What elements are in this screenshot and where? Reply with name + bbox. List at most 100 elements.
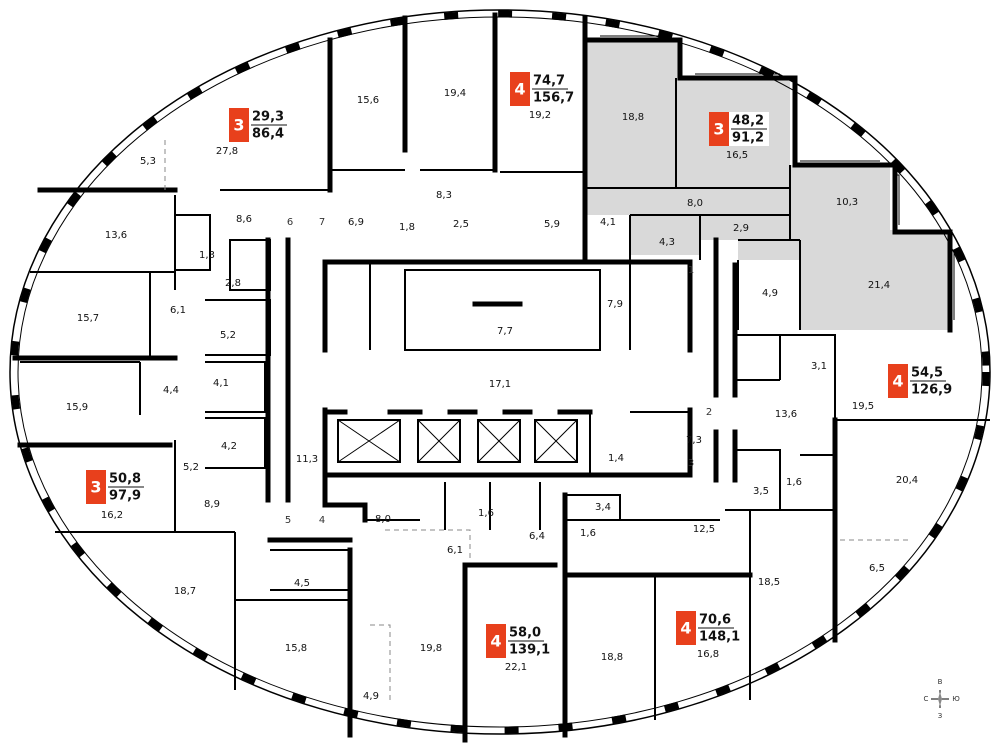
room-area-label: 5,3 xyxy=(140,156,156,167)
room-area-label: 15,6 xyxy=(357,95,379,106)
total-area: 91,2 xyxy=(732,131,764,146)
room-area-label: 20,4 xyxy=(896,475,918,486)
total-area: 86,4 xyxy=(252,127,284,142)
room-area-label: 10,3 xyxy=(836,197,858,208)
room-count-box xyxy=(709,112,729,146)
room-area-label: 12,5 xyxy=(693,524,715,535)
room-area-label: 27,8 xyxy=(216,146,238,157)
walls xyxy=(12,12,990,743)
room-area-label: 16,8 xyxy=(697,649,719,660)
room-area-label: 1,3 xyxy=(199,250,215,261)
room-area-label: 2,8 xyxy=(225,278,241,289)
room-area-label: 17,1 xyxy=(489,379,511,390)
room-area-label: 6,4 xyxy=(529,531,545,542)
room-area-label: 19,5 xyxy=(852,401,874,412)
compass-east-label: В xyxy=(938,678,943,686)
total-area: 139,1 xyxy=(509,643,550,658)
room-area-label: 3,5 xyxy=(753,486,769,497)
room-area-label: 19,4 xyxy=(444,88,466,99)
room-area-label: 8,0 xyxy=(687,198,703,209)
room-area-label: 3,1 xyxy=(811,361,827,372)
room-area-label: 4,1 xyxy=(213,378,229,389)
room-area-label: 4,9 xyxy=(363,691,379,702)
room-area-label: 8,6 xyxy=(236,214,252,225)
room-area-label: 8,3 xyxy=(436,190,452,201)
total-area: 97,9 xyxy=(109,489,141,504)
room-area-label: 7,9 xyxy=(607,299,623,310)
room-area-label: 7,7 xyxy=(497,326,513,337)
living-area: 29,3 xyxy=(252,110,284,125)
room-area-label: 2,5 xyxy=(453,219,469,230)
section-marker: 4 xyxy=(319,515,325,526)
section-marker: 7 xyxy=(319,217,325,228)
compass-north-label: С xyxy=(924,695,929,703)
compass-rose: В З С Ю xyxy=(924,678,961,720)
room-area-label: 5,9 xyxy=(544,219,560,230)
room-area-label: 18,5 xyxy=(758,577,780,588)
section-marker: 2 xyxy=(706,407,712,418)
room-area-label: 15,8 xyxy=(285,643,307,654)
room-count-box xyxy=(86,470,106,504)
room-area-label: 22,1 xyxy=(505,662,527,673)
room-area-label: 1,8 xyxy=(399,222,415,233)
compass-south-label: Ю xyxy=(952,695,960,703)
room-area-label: 11,3 xyxy=(296,454,318,465)
living-area: 54,5 xyxy=(911,366,943,381)
room-area-label: 8,0 xyxy=(375,514,391,525)
room-area-label: 18,8 xyxy=(622,112,644,123)
room-area-label: 6,9 xyxy=(348,217,364,228)
apartment-badge[interactable]: 4 54,5 126,9 xyxy=(888,364,952,398)
room-area-labels: 15,6 19,4 19,2 18,8 16,5 5,3 27,8 8,6 13,6 1,3 2,8… xyxy=(66,88,918,702)
room-area-label: 13,6 xyxy=(105,230,127,241)
room-area-label: 6,1 xyxy=(447,545,463,556)
room-count-box xyxy=(486,624,506,658)
apartment-badge[interactable]: 4 70,6 148,1 xyxy=(676,611,740,645)
room-area-label: 15,7 xyxy=(77,313,99,324)
apartment-badge[interactable]: 3 29,3 86,4 xyxy=(229,108,289,142)
room-area-label: 16,5 xyxy=(726,150,748,161)
total-area: 126,9 xyxy=(911,383,952,398)
room-area-label: 4,5 xyxy=(294,578,310,589)
building-outline xyxy=(9,9,991,735)
section-marker: 1 xyxy=(688,265,694,276)
room-count: 4 xyxy=(514,80,525,99)
room-area-label: 21,4 xyxy=(868,280,890,291)
room-count-box xyxy=(676,611,696,645)
living-area: 58,0 xyxy=(509,626,541,641)
room-area-label: 5,2 xyxy=(220,330,236,341)
room-area-label: 3,4 xyxy=(595,502,611,513)
living-area: 70,6 xyxy=(699,613,731,628)
room-count-box xyxy=(888,364,908,398)
room-area-label: 19,2 xyxy=(529,110,551,121)
room-area-label: 1,4 xyxy=(608,453,624,464)
room-count: 4 xyxy=(892,372,903,391)
window-frames xyxy=(600,35,955,320)
room-area-label: 4,3 xyxy=(659,237,675,248)
living-area: 48,2 xyxy=(732,114,764,129)
room-area-label: 18,8 xyxy=(601,652,623,663)
room-count: 4 xyxy=(680,619,691,638)
section-marker: 6 xyxy=(287,217,293,228)
room-count-box xyxy=(229,108,249,142)
room-area-label: 16,2 xyxy=(101,510,123,521)
room-area-label: 18,7 xyxy=(174,586,196,597)
room-count: 3 xyxy=(233,116,244,135)
total-area: 148,1 xyxy=(699,630,740,645)
room-area-label: 4,2 xyxy=(221,441,237,452)
total-area: 156,7 xyxy=(533,91,574,106)
room-area-label: 4,9 xyxy=(762,288,778,299)
room-area-label: 1,6 xyxy=(478,508,494,519)
apartment-badge[interactable]: 3 48,2 91,2 xyxy=(709,112,769,146)
room-area-label: 8,9 xyxy=(204,499,220,510)
room-area-label: 1,6 xyxy=(786,477,802,488)
room-area-label: 1,6 xyxy=(580,528,596,539)
room-count-box xyxy=(510,72,530,106)
room-area-label: 7,3 xyxy=(686,435,702,446)
room-count: 3 xyxy=(713,120,724,139)
